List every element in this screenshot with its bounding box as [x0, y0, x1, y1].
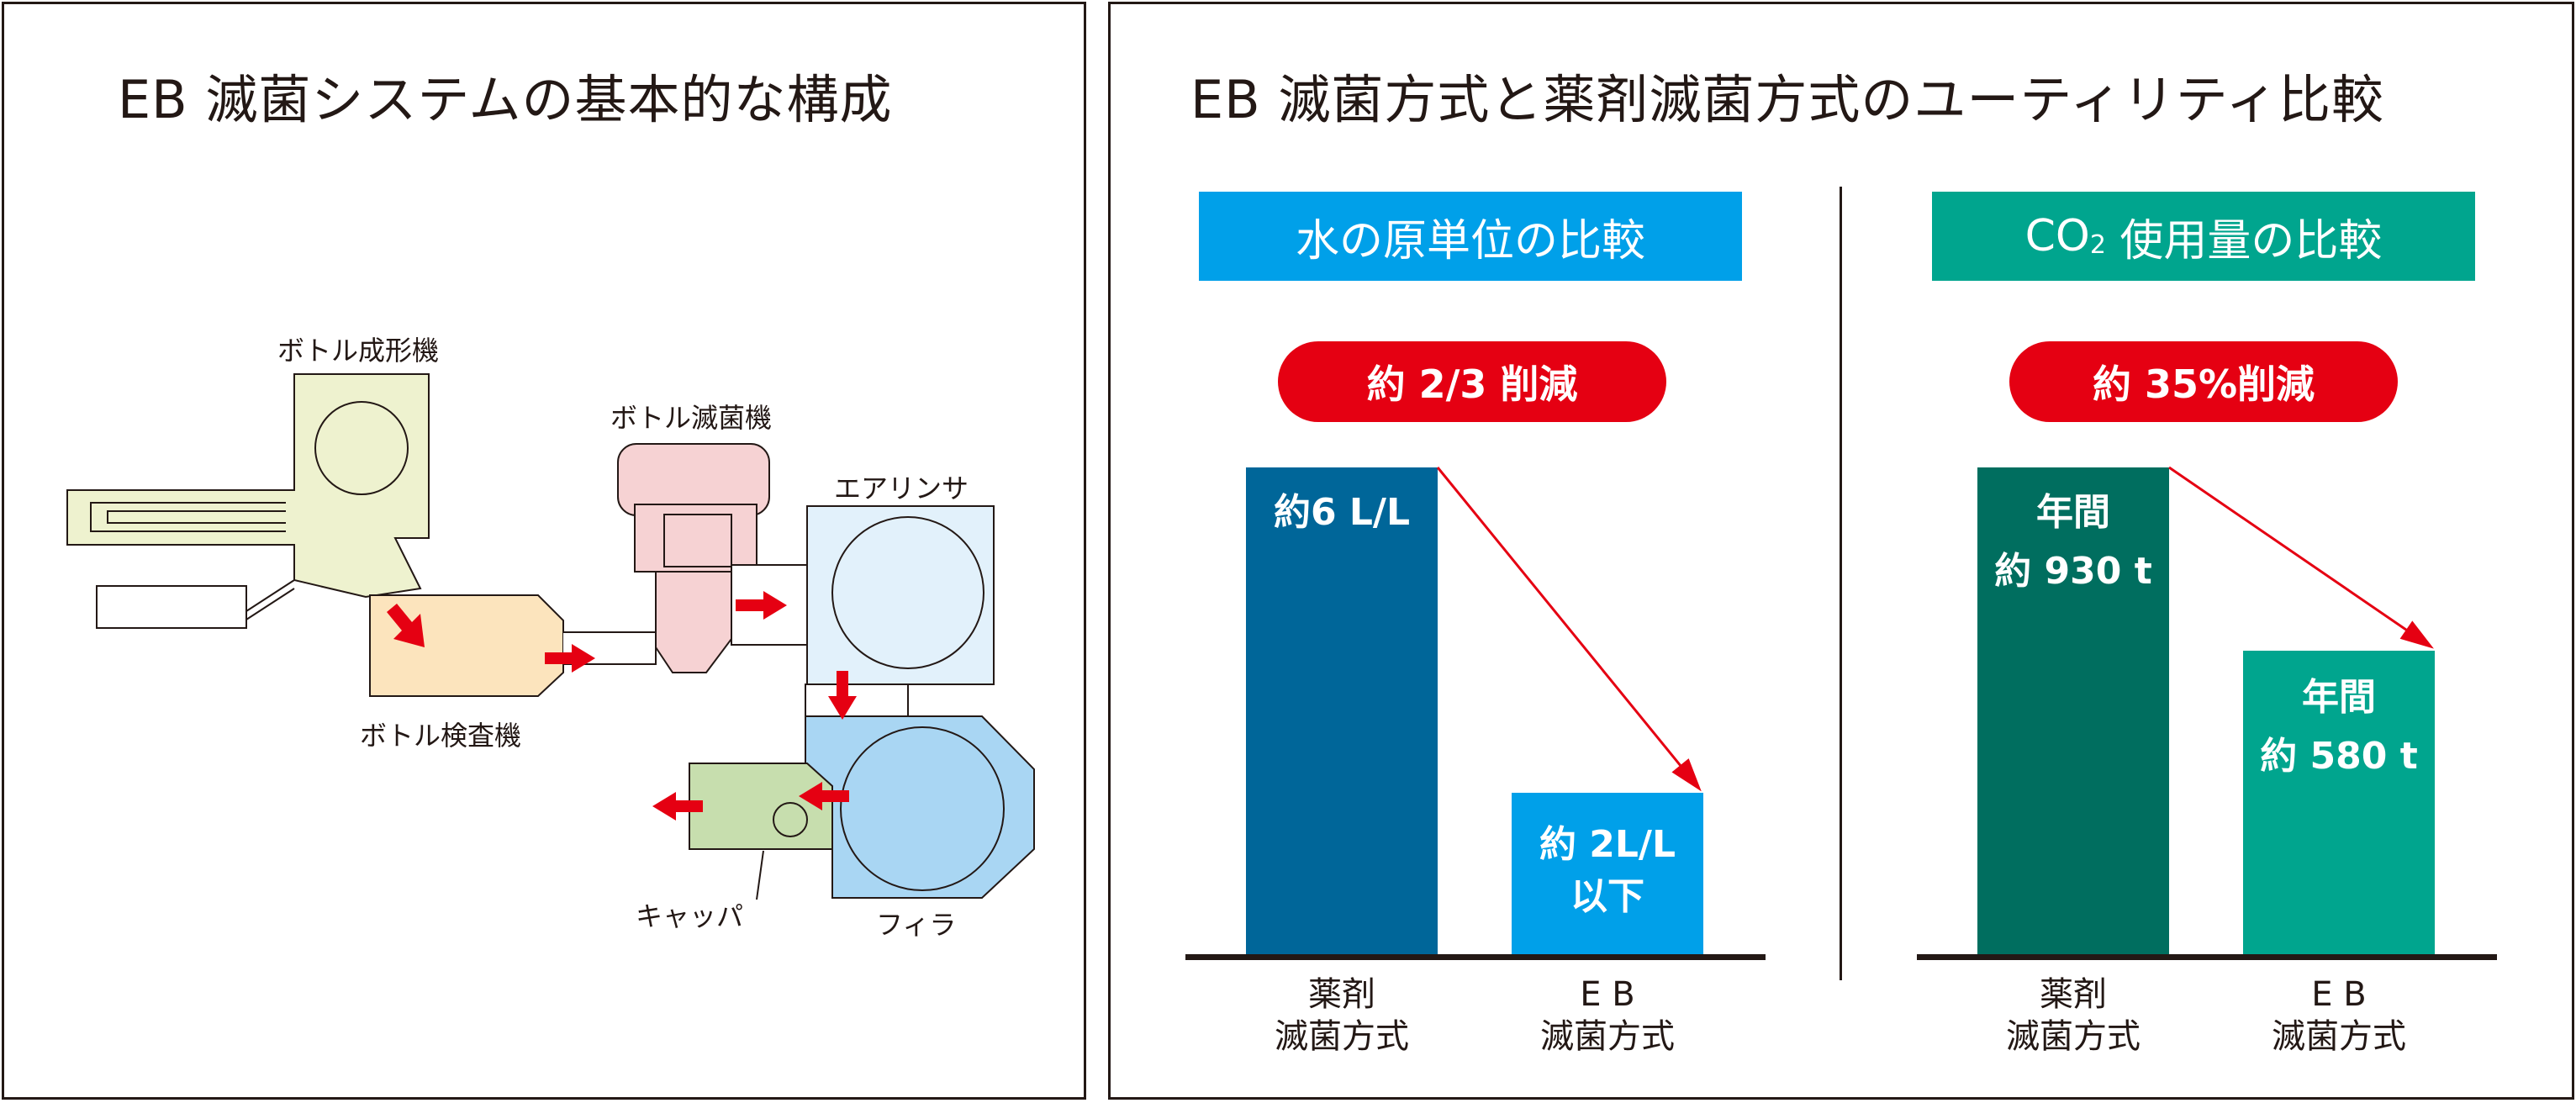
co2-bar-eb — [2243, 651, 2435, 955]
flow-arrow — [652, 792, 703, 821]
co2-bar-eb-value-line2: 約 580 t — [2260, 735, 2418, 778]
co2-bar-chemical-value-line2: 約 930 t — [1994, 550, 2152, 593]
co2-category-eb-line1: E B — [2311, 975, 2367, 1014]
flow-arrow — [828, 671, 857, 720]
water-reduction-arrow — [1436, 467, 1700, 789]
label-air-rinser: エアリンサ — [834, 472, 969, 504]
co2-bar-chemical — [1977, 467, 2169, 955]
flow-arrow — [545, 644, 595, 673]
co2-category-eb-line2: 滅菌方式 — [2272, 1017, 2406, 1056]
system-layout-diagram — [66, 373, 1035, 900]
flow-arrow — [736, 591, 787, 620]
water-category-chemical-line2: 滅菌方式 — [1275, 1017, 1409, 1056]
co2-reduction-badge: 約 35%削減 — [2009, 341, 2398, 422]
air-rinser-wheel — [831, 516, 984, 669]
molding-preform-rail — [90, 502, 286, 532]
label-bottle-sterilizer: ボトル滅菌機 — [610, 402, 773, 434]
label-bottle-molding: ボトル成形機 — [277, 335, 440, 367]
water-bar-eb — [1512, 792, 1703, 955]
co2-banner-rest: 使用量の比較 — [2105, 215, 2383, 267]
flow-arrow — [387, 604, 425, 647]
capper-wheel — [773, 802, 808, 837]
water-reduction-badge: 約 2/3 削減 — [1278, 341, 1666, 422]
water-bar-chemical-value: 約6 L/L — [1273, 491, 1411, 534]
preform-feeder — [96, 585, 247, 629]
water-category-eb-line2: 滅菌方式 — [1540, 1017, 1675, 1056]
co2-banner-subscript: 2 — [2089, 230, 2106, 260]
water-category-chemical-line1: 薬剤 — [1308, 975, 1375, 1014]
diagram-title: EB 滅菌システムの基本的な構成 — [118, 69, 893, 130]
co2-category-chemical-line2: 滅菌方式 — [2006, 1017, 2141, 1056]
water-category-eb-line1: E B — [1580, 975, 1635, 1014]
label-capper: キャッパ — [636, 900, 744, 932]
co2-bar-eb-value-line1: 年間 — [2302, 676, 2376, 719]
co2-baseline — [1917, 954, 2497, 960]
water-bar-chemical — [1246, 467, 1438, 955]
water-bar-eb-value-line1: 約 2L/L — [1539, 823, 1676, 866]
water-baseline — [1185, 954, 1766, 960]
water-bar-eb-value-line2: 以下 — [1570, 875, 1644, 918]
co2-reduction-arrow — [2168, 466, 2431, 647]
co2-bar-chemical-value-line1: 年間 — [2036, 491, 2110, 534]
filler-wheel — [840, 726, 1005, 891]
label-bottle-inspector: ボトル検査機 — [360, 720, 522, 752]
flow-arrow — [799, 782, 849, 810]
water-banner: 水の原単位の比較 — [1199, 192, 1742, 281]
panel-divider — [1840, 187, 1842, 980]
label-filler: フィラ — [876, 909, 957, 941]
flow-arrows — [387, 591, 857, 821]
co2-banner-main: CO — [2024, 211, 2090, 261]
co2-arrow-head — [2399, 620, 2434, 649]
comparison-title: EB 滅菌方式と薬剤滅菌方式のユーティリティ比較 — [1190, 69, 2384, 130]
molding-wheel — [314, 401, 409, 495]
co2-category-chemical-line1: 薬剤 — [2040, 975, 2107, 1014]
water-arrow-head — [1671, 758, 1702, 792]
